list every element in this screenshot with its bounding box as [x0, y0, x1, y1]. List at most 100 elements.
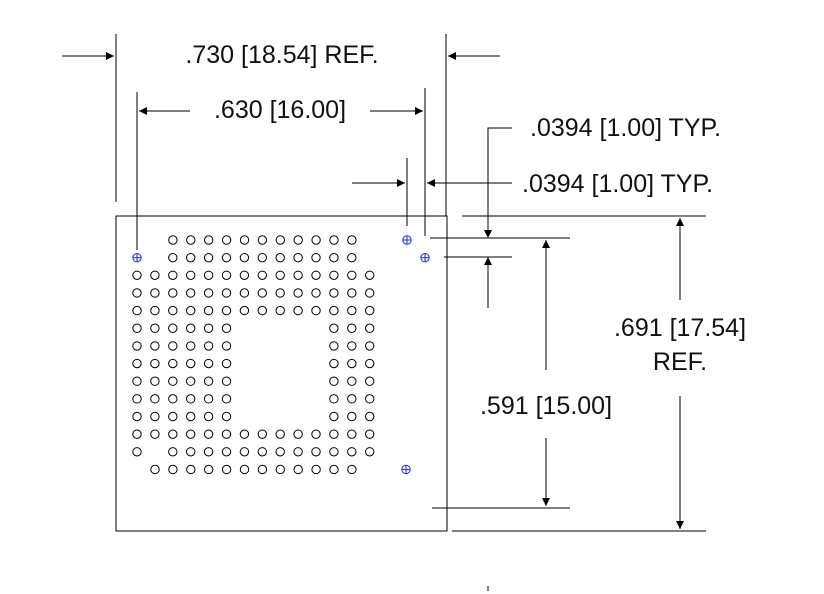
overall-height-label: .691 [17.54]	[614, 314, 746, 342]
ball-pad	[257, 305, 267, 316]
ball-pad	[221, 305, 232, 316]
ball-pad	[168, 429, 178, 439]
ball-pad	[239, 429, 250, 439]
ball-pad	[239, 305, 250, 316]
ball-pad	[150, 464, 160, 475]
ball-pad	[347, 394, 357, 404]
ball-pad	[293, 235, 303, 245]
ball-pad	[168, 323, 178, 333]
ball-pad	[186, 270, 196, 280]
ball-pad	[203, 341, 214, 351]
ball-pad	[150, 358, 160, 369]
ball-pad	[365, 323, 375, 333]
ball-pad	[257, 235, 268, 245]
ball-pad	[221, 288, 232, 298]
ball-pad	[347, 270, 357, 280]
ball-pad	[168, 447, 178, 457]
ball-pad	[186, 447, 196, 457]
ball-pad	[329, 341, 339, 351]
ball-pad	[203, 270, 214, 280]
ball-pad	[204, 235, 214, 245]
ball-pad	[293, 288, 303, 298]
ball-pad	[329, 323, 339, 333]
ball-pad	[293, 305, 303, 316]
ball-pad	[221, 252, 232, 263]
ball-pad	[329, 235, 339, 245]
ball-pad	[186, 376, 196, 386]
ball-pad	[257, 288, 267, 298]
ball-pad	[221, 341, 232, 351]
ball-pad	[311, 235, 321, 245]
ball-pad	[203, 305, 214, 316]
ball-pad	[365, 270, 375, 280]
ball-pad	[329, 376, 339, 386]
ball-pad	[329, 429, 339, 439]
ball-pad	[203, 411, 214, 422]
ball-pad	[203, 323, 214, 333]
ball-pad	[221, 235, 232, 245]
ball-pad	[275, 252, 285, 263]
ball-pad	[329, 464, 339, 475]
ball-pad	[132, 447, 142, 457]
ball-pad	[132, 411, 142, 422]
ball-pad	[329, 288, 339, 298]
ball-pad	[347, 447, 357, 457]
ball-pad	[239, 270, 250, 280]
ball-pad	[186, 358, 196, 369]
leader-pad-pitch-vertical	[487, 127, 512, 212]
ball-pad	[365, 341, 375, 351]
ball-pad	[168, 411, 178, 422]
ball-pad	[203, 358, 214, 369]
ball-pad	[203, 288, 214, 298]
ball-pad	[347, 288, 357, 298]
ball-pad	[150, 411, 160, 422]
pitch-height-label: .591 [15.00]	[480, 392, 612, 420]
ball-pad	[347, 464, 357, 475]
ball-pad	[150, 341, 160, 351]
ball-pad	[257, 464, 268, 475]
ball-pad	[347, 323, 357, 333]
ball-pad	[186, 394, 196, 404]
ball-pad	[168, 394, 178, 404]
ball-pad	[311, 447, 321, 457]
ball-pad	[257, 429, 267, 439]
ball-pad	[257, 252, 267, 263]
ball-pad	[293, 447, 303, 457]
ball-pad	[329, 252, 339, 263]
ball-pad	[293, 429, 303, 439]
ball-pad	[132, 288, 142, 298]
ball-pad	[203, 394, 214, 404]
ball-pad	[347, 252, 357, 263]
ball-pad	[168, 270, 178, 280]
ball-pad	[168, 341, 178, 351]
ball-pad	[150, 323, 160, 333]
ball-pad	[239, 464, 250, 475]
ball-pad	[365, 305, 375, 316]
ball-pad	[168, 235, 178, 245]
ball-pad	[132, 429, 142, 439]
overall-height-suffix: REF.	[653, 348, 707, 376]
ball-pad	[347, 305, 357, 316]
ball-pad	[186, 464, 196, 475]
ball-pad	[275, 447, 285, 457]
ball-pad	[168, 464, 178, 475]
ball-pad	[365, 376, 375, 386]
ball-pad	[365, 411, 375, 422]
ball-pad	[132, 270, 142, 280]
ball-pad	[168, 305, 178, 316]
ball-pad	[186, 252, 196, 263]
ball-pad	[293, 270, 303, 280]
ball-pad	[186, 411, 196, 422]
ball-pad	[329, 305, 339, 316]
pitch-width-label: .630 [16.00]	[214, 96, 346, 124]
ball-pad	[132, 323, 142, 333]
ball-pad	[221, 376, 232, 386]
pad-pitch-vertical-label: .0394 [1.00] TYP.	[530, 114, 721, 142]
ball-pad	[150, 429, 160, 439]
pad-pitch-horizontal-label: .0394 [1.00] TYP.	[522, 170, 713, 198]
ball-pad	[329, 394, 339, 404]
ball-pad	[275, 270, 285, 280]
ball-pad	[203, 376, 214, 386]
